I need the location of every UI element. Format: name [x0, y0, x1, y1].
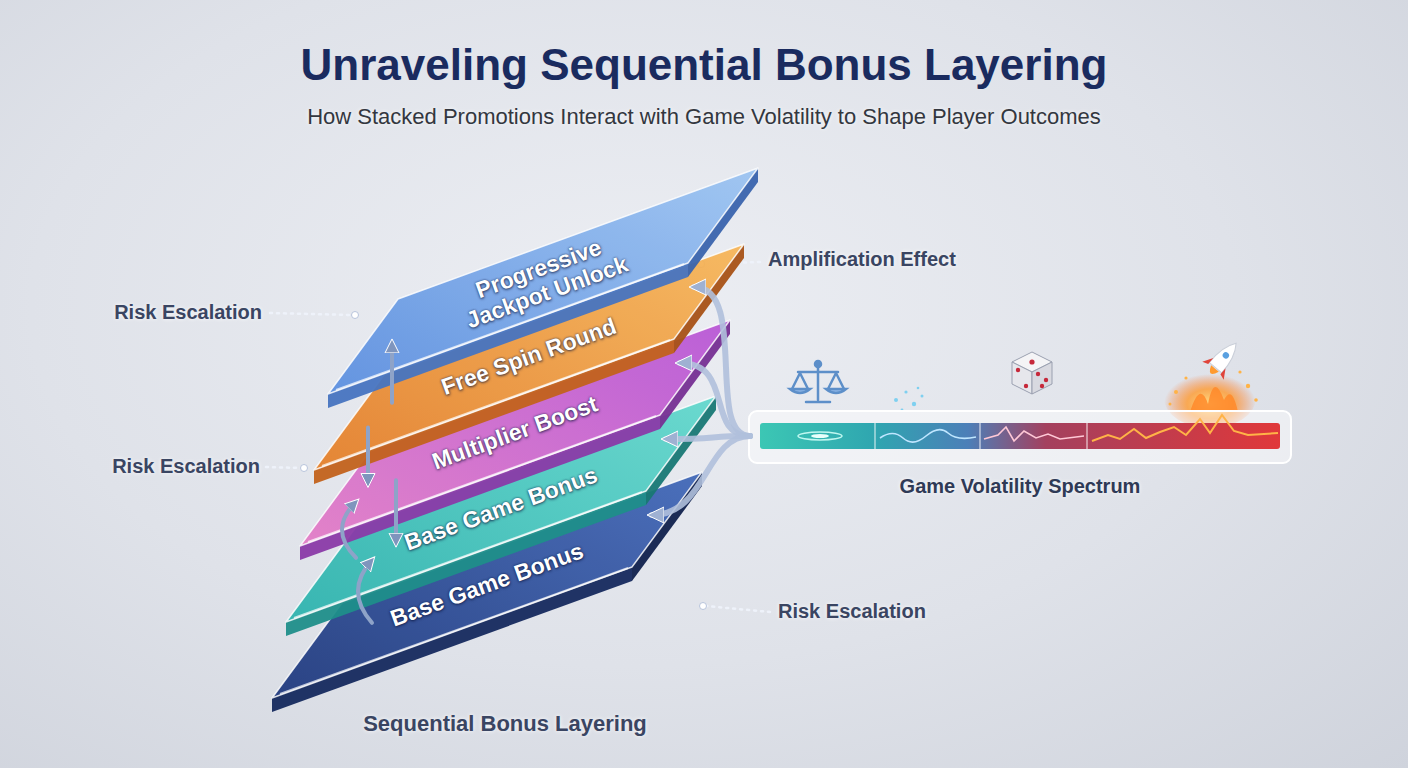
- balance-scale-icon: [790, 361, 846, 402]
- connector-arrow: [358, 560, 372, 623]
- diagram-caption: Sequential Bonus Layering: [255, 711, 755, 737]
- callout-label: Risk Escalation: [778, 600, 1018, 623]
- leader-line: [706, 606, 770, 612]
- spectrum-label: Game Volatility Spectrum: [748, 475, 1292, 498]
- connector-arrow: [652, 436, 750, 515]
- connector-arrow: [366, 428, 370, 484]
- callout-label: Risk Escalation: [30, 455, 260, 478]
- leader-dot: [352, 312, 359, 319]
- callout-label: Risk Escalation: [30, 301, 262, 324]
- connector-arrow: [394, 480, 398, 543]
- connector-arrow: [342, 502, 356, 558]
- spectrum-bar: [748, 405, 1292, 467]
- leader-dot: [700, 603, 707, 610]
- leader-line: [266, 467, 302, 468]
- connector-arrow: [666, 436, 750, 439]
- connector-arrow: [694, 287, 750, 436]
- subtitle: How Stacked Promotions Interact with Gam…: [0, 104, 1408, 130]
- volatility-spectrum: Game Volatility Spectrum: [748, 405, 1292, 505]
- leader-line: [270, 313, 352, 315]
- dice-icon: [1012, 352, 1052, 394]
- diagram-title: Unraveling Sequential Bonus Layering: [0, 40, 1408, 90]
- callout-label: Amplification Effect: [768, 248, 1028, 271]
- connector-arrow: [680, 363, 750, 436]
- bonus-layer: Progressive Jackpot Unlock: [328, 168, 758, 408]
- sparkle-dots: [894, 387, 924, 412]
- leader-dot: [301, 465, 308, 472]
- connector-arrow: [390, 343, 394, 403]
